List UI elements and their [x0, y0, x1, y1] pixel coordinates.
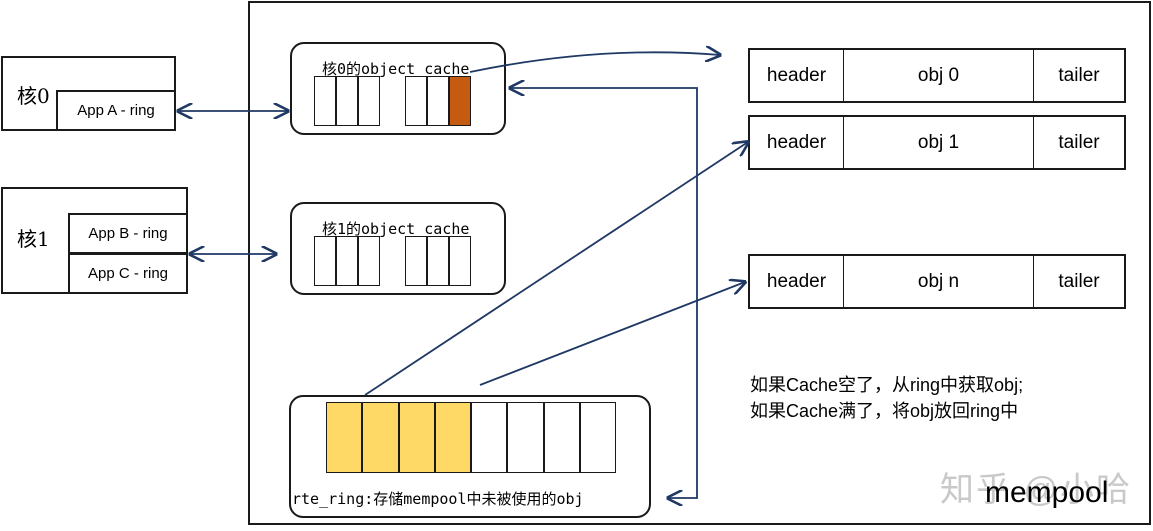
app-a-ring: App A - ring	[56, 90, 176, 131]
obj-header: header	[750, 50, 844, 101]
object-row-1: header obj 1 tailer	[748, 115, 1126, 170]
ring-slot-empty	[471, 402, 508, 473]
obj-header: header	[750, 256, 844, 307]
cache-1-slot	[358, 236, 380, 286]
cache-1-slot	[405, 236, 427, 286]
obj-header: header	[750, 117, 844, 168]
cache-1-slot	[314, 236, 336, 286]
core-0-label: 核0	[17, 84, 50, 108]
watermark: 知乎 @小哈	[940, 471, 1132, 509]
obj-tailer: tailer	[1058, 64, 1100, 86]
obj-body: obj 0	[844, 50, 1034, 101]
note-line-2: 如果Cache满了，将obj放回ring中	[750, 401, 1019, 421]
arrow-cache0-to-obj	[469, 52, 720, 73]
obj-tailer: tailer	[1058, 131, 1100, 153]
object-row-0: header obj 0 tailer	[748, 48, 1126, 103]
ring-slot-filled	[398, 402, 435, 473]
cache-1-slot	[336, 236, 358, 286]
object-row-n: header obj n tailer	[748, 254, 1126, 309]
ring-slot-filled	[362, 402, 399, 473]
cache-0-slot-highlighted	[449, 76, 471, 126]
cache-1-slot	[427, 236, 449, 286]
arrow-ring-cache0-loop	[510, 88, 698, 498]
arrow-ring-to-obj1	[364, 142, 748, 396]
arrow-ring-to-objn	[479, 282, 745, 386]
ring-slot-filled	[326, 402, 363, 473]
cache-1-slot	[449, 236, 471, 286]
cache-0-slot	[314, 76, 336, 126]
ring-slot-filled	[434, 402, 471, 473]
obj-body: obj n	[844, 256, 1034, 307]
obj-tailer: tailer	[1058, 270, 1100, 292]
cache-1-title: 核1的object cache	[322, 220, 470, 238]
mempool-label: mempool	[985, 476, 1109, 509]
cache-0-slot	[336, 76, 358, 126]
obj-body: obj 1	[844, 117, 1034, 168]
app-c-ring: App C - ring	[68, 253, 188, 294]
cache-0-title: 核0的object cache	[322, 60, 470, 78]
cache-0-slot	[427, 76, 449, 126]
cache-0-slot	[405, 76, 427, 126]
core-1-label: 核1	[17, 227, 50, 251]
cache-0-slot	[358, 76, 380, 126]
note-line-1: 如果Cache空了，从ring中获取obj;	[750, 375, 1024, 395]
